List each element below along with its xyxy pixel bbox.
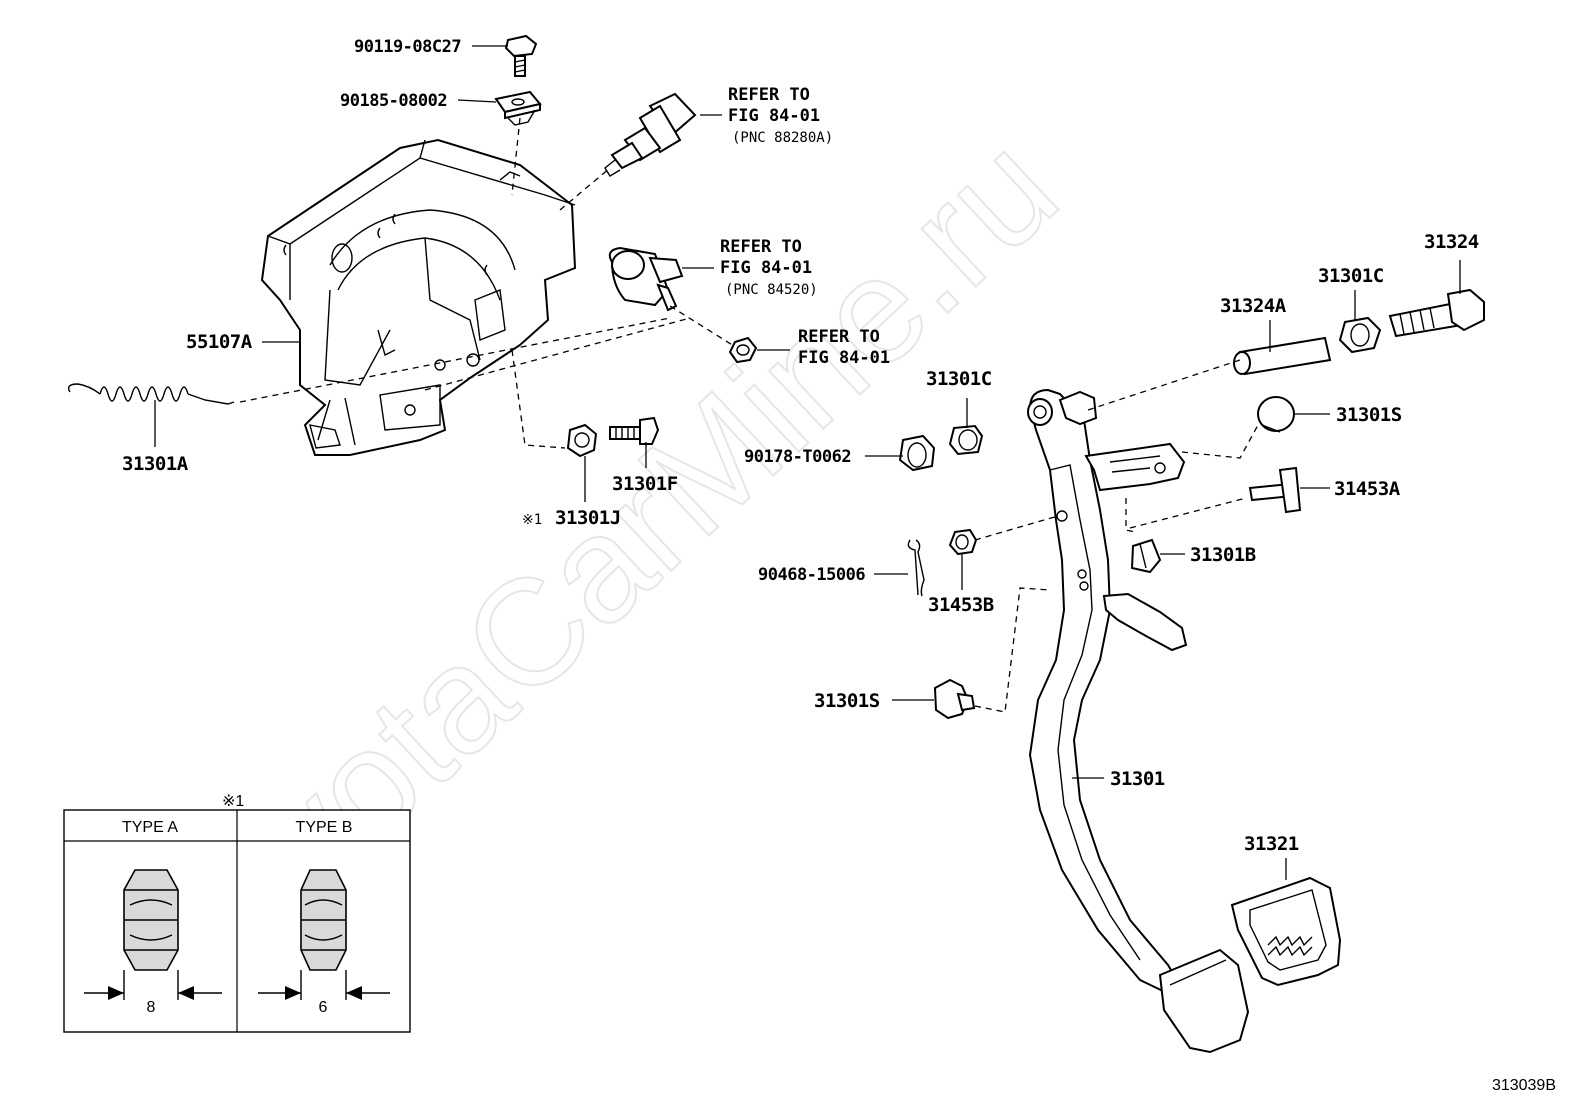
ref2-line2: FIG 84-01: [720, 258, 812, 278]
stop-lamp-switch: [604, 92, 697, 177]
callout-31301A: 31301A: [122, 453, 189, 475]
collar-31301C-right: [1338, 316, 1382, 354]
callout-31301B: 31301B: [1190, 544, 1256, 566]
bushing-90178: [898, 434, 936, 472]
bushing-31453B: [948, 528, 978, 556]
clutch-pedal-arm: [1027, 388, 1188, 994]
ref1-line3: (PNC 88280A): [732, 130, 833, 146]
type-a-nut: 8: [84, 869, 222, 1016]
callout-31301C-left: 31301C: [926, 368, 992, 390]
bolt-90119: [504, 34, 538, 77]
ref3-line1: REFER TO: [798, 327, 880, 347]
callout-31301J-mark: ※1: [522, 512, 542, 528]
stopper-31301S-top: [1257, 396, 1295, 433]
type-a-dimension: 8: [147, 999, 156, 1016]
clip-nut-90185: [494, 90, 542, 126]
callout-31453A: 31453A: [1334, 478, 1401, 500]
callout-labels: 90119-08C27 90185-08002 55107A 31301A ※1…: [122, 37, 1479, 855]
nut-31301J: [566, 423, 598, 458]
nut-type-table: ※1 TYPE A TYPE B 8 6: [63, 793, 411, 1033]
return-spring: [67, 383, 235, 405]
reference-notes: REFER TO FIG 84-01 (PNC 88280A) REFER TO…: [720, 85, 890, 368]
callout-31301C-right: 31301C: [1318, 265, 1384, 287]
type-b-header: TYPE B: [296, 819, 353, 836]
leader-lines: [154, 45, 1461, 880]
callout-90468: 90468-15006: [758, 565, 865, 585]
callout-90178: 90178-T0062: [744, 447, 851, 467]
callout-31453B: 31453B: [928, 594, 994, 616]
ref2-line3: (PNC 84520): [725, 282, 818, 298]
ref3-line2: FIG 84-01: [798, 348, 890, 368]
pedal-bracket: [260, 138, 577, 456]
stopper-31301S-bottom: [933, 678, 976, 720]
pedal-foot-plate: [1158, 948, 1250, 1054]
ref1-line1: REFER TO: [728, 85, 810, 105]
callout-31301J: 31301J: [555, 507, 621, 529]
table-note-mark: ※1: [222, 793, 244, 810]
clutch-switch-sensor: [608, 246, 684, 312]
collar-31301C-left: [948, 424, 984, 456]
type-a-header: TYPE A: [122, 819, 178, 836]
cushion-31301B: [1130, 538, 1162, 574]
callout-31301S-bottom: 31301S: [814, 690, 880, 712]
collar-31324A: [1233, 336, 1332, 376]
type-b-nut: 6: [258, 869, 390, 1016]
nut-ref: [728, 336, 758, 364]
pin-31453A: [1248, 466, 1302, 514]
pedal-pad-31321: [1230, 876, 1342, 987]
figure-id: 313039B: [1492, 1077, 1556, 1094]
callout-31301S-top: 31301S: [1336, 404, 1402, 426]
bolt-31301F: [609, 416, 660, 445]
cotter-pin-90468: [907, 539, 925, 597]
callout-31301F: 31301F: [612, 473, 678, 495]
callout-31324: 31324: [1424, 231, 1479, 253]
assembly-dashed-lines: [239, 117, 1259, 713]
callout-31321: 31321: [1244, 833, 1299, 855]
callout-90119: 90119-08C27: [354, 37, 461, 57]
ref1-line2: FIG 84-01: [728, 106, 820, 126]
callout-55107A: 55107A: [186, 331, 253, 353]
type-b-dimension: 6: [319, 999, 328, 1016]
callout-31301: 31301: [1110, 768, 1165, 790]
callout-90185: 90185-08002: [340, 91, 447, 111]
ref2-line1: REFER TO: [720, 237, 802, 257]
callout-31324A: 31324A: [1220, 295, 1287, 317]
bolt-31324: [1388, 288, 1485, 338]
